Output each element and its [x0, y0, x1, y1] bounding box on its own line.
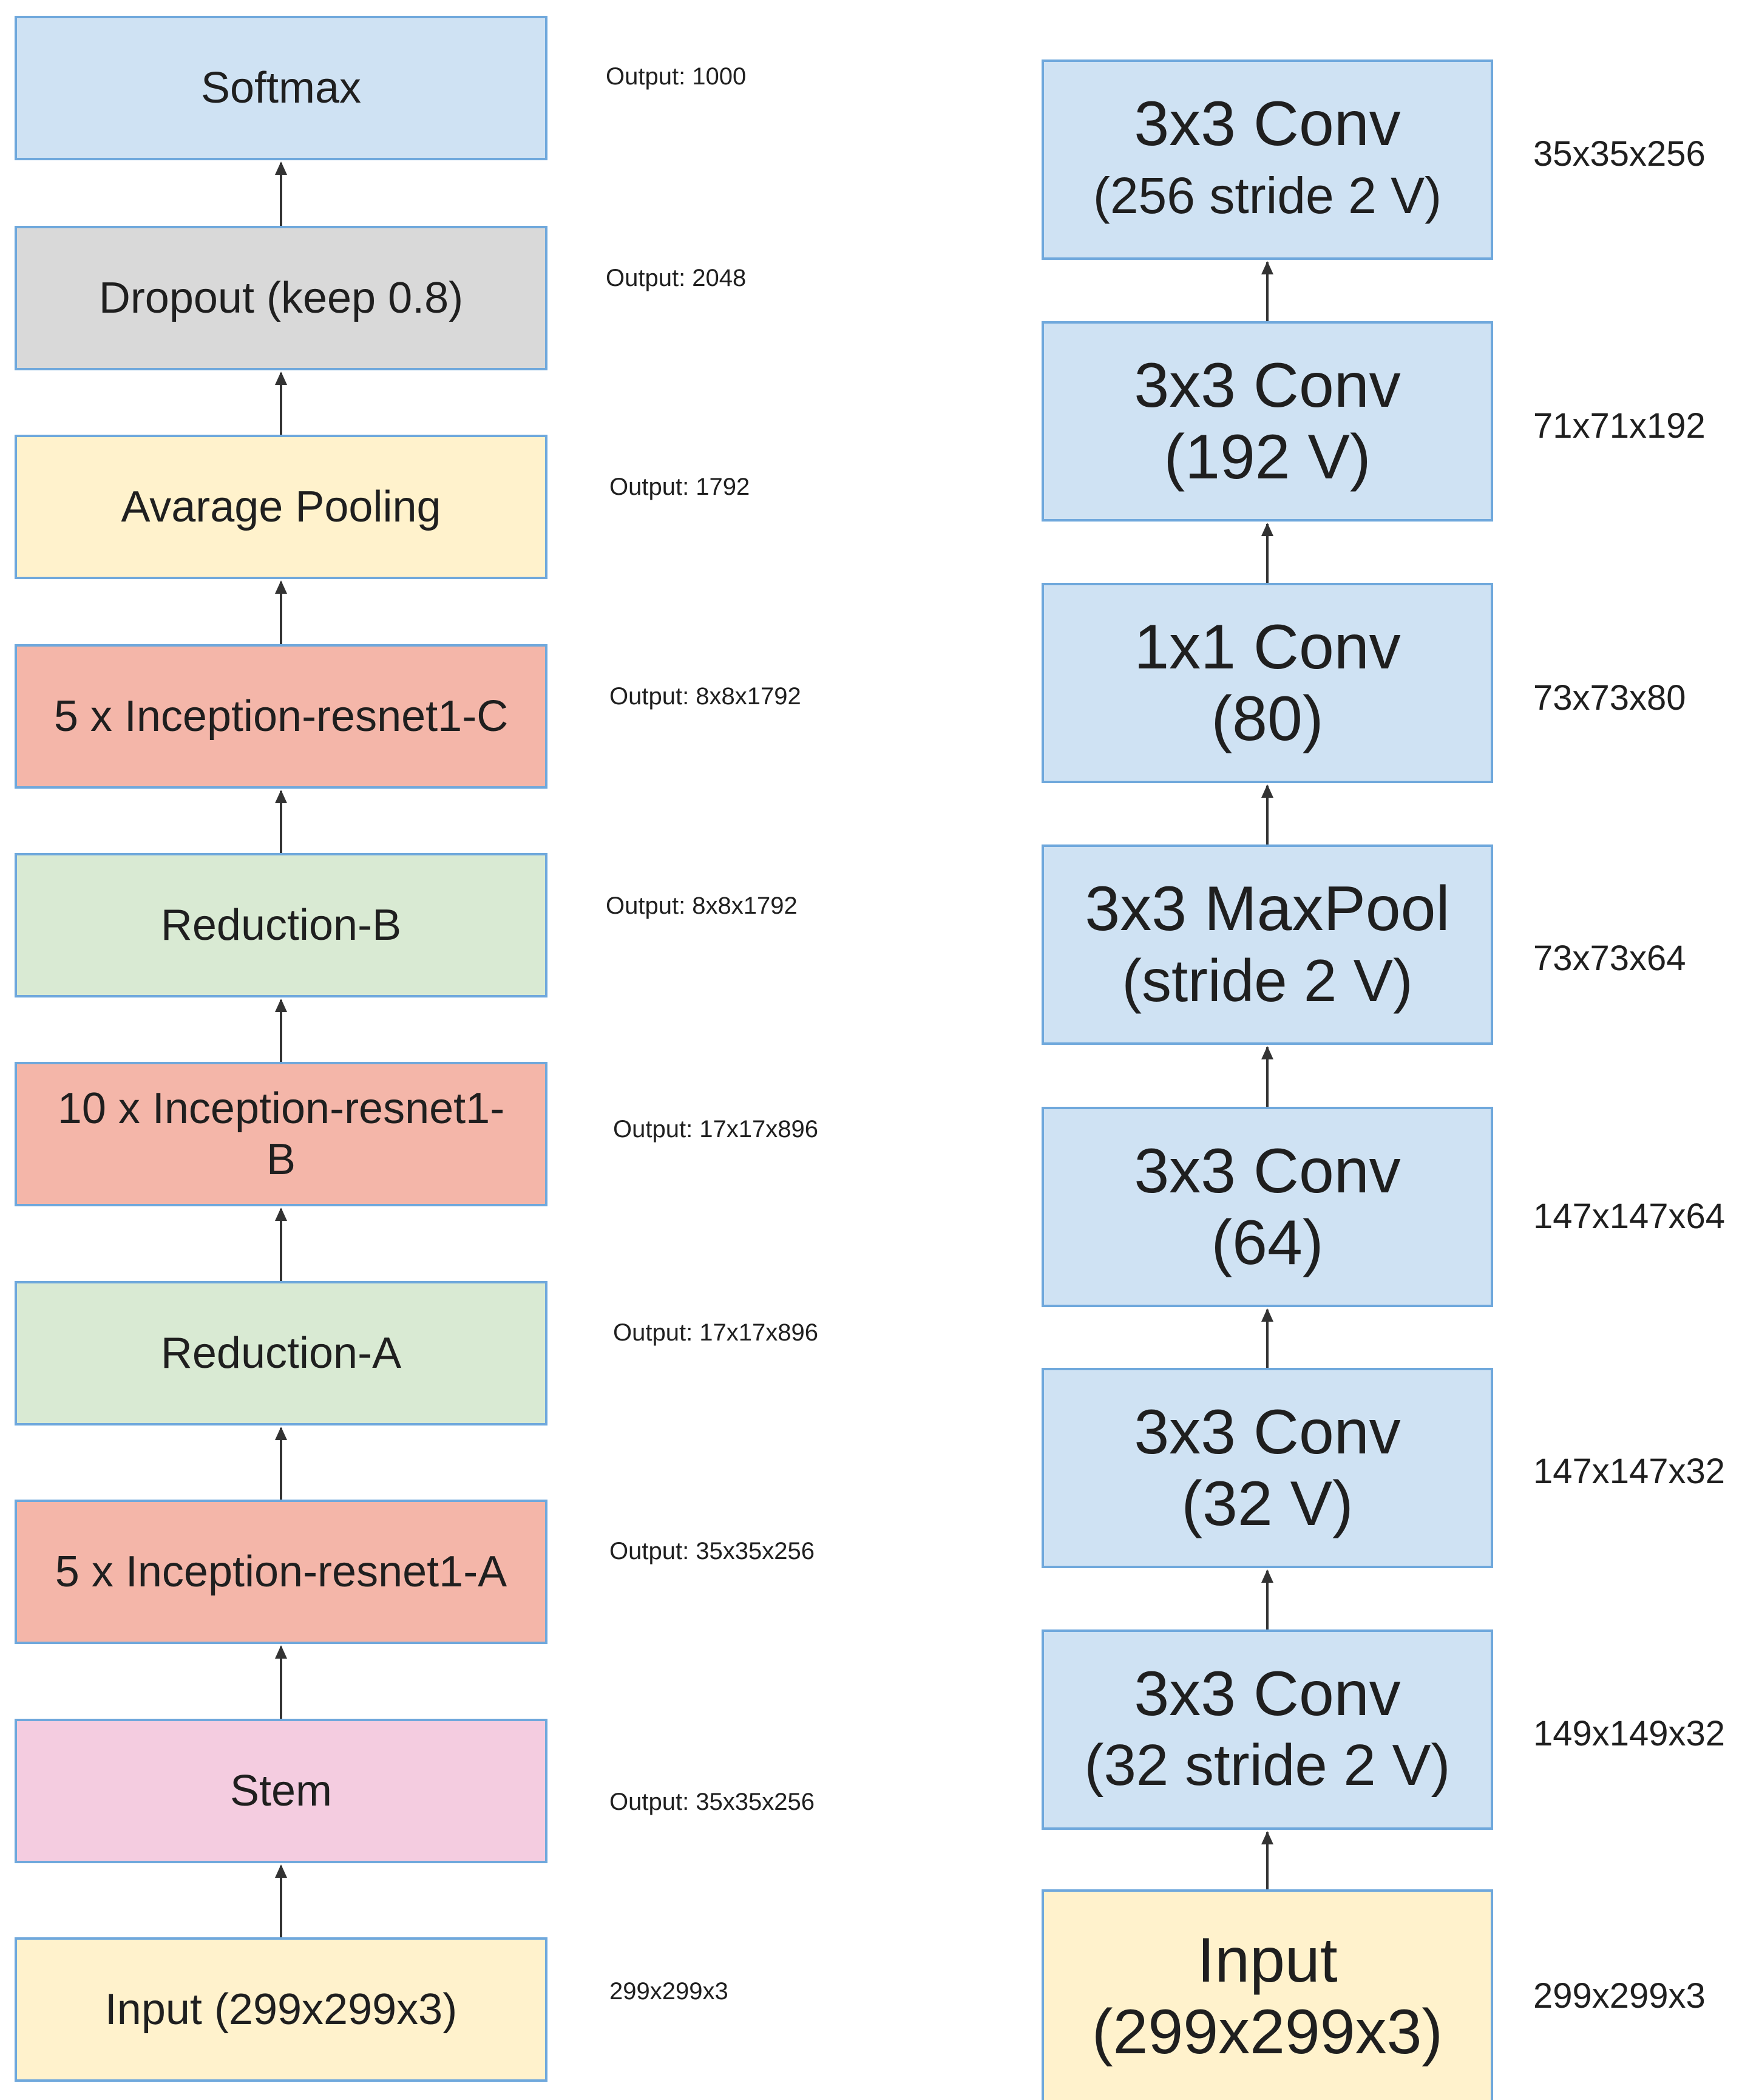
block-label: 5 x Inception-resnet1-C: [53, 692, 509, 741]
arrow-head: [275, 1427, 287, 1440]
conv-32-stride2-block: 3x3 Conv (32 stride 2 V): [1042, 1629, 1493, 1830]
output-label: Output: 17x17x896: [613, 1116, 819, 1143]
dims-label: 147x147x32: [1533, 1452, 1726, 1491]
maxpool-block: 3x3 MaxPool (stride 2 V): [1042, 844, 1493, 1045]
conv-1x1-80-block: 1x1 Conv (80): [1042, 583, 1493, 783]
reduction-b-block: Reduction-B: [15, 853, 547, 997]
output-label: Output: 2048: [606, 265, 747, 291]
block-label-continued: B: [266, 1135, 296, 1184]
block-sublabel: (32 stride 2 V): [1084, 1733, 1451, 1798]
block-label: Softmax: [200, 64, 362, 112]
arrow-head: [275, 790, 287, 803]
reduction-a-block: Reduction-A: [15, 1281, 547, 1425]
arrow-head: [275, 1645, 287, 1659]
block-label: 3x3 Conv: [1134, 1397, 1401, 1467]
arrow-head: [1261, 1046, 1273, 1059]
block-sublabel: (192 V): [1164, 422, 1371, 492]
output-label: Output: 8x8x1792: [606, 892, 798, 919]
output-label: Output: 8x8x1792: [609, 683, 801, 710]
block-sublabel: (stride 2 V): [1122, 947, 1413, 1014]
arrow-head: [275, 999, 287, 1012]
output-label: Output: 1792: [609, 474, 750, 500]
block-label: Reduction-B: [160, 901, 402, 950]
arrow-head: [275, 372, 287, 385]
block-label: Input: [1197, 1925, 1338, 1996]
block-sublabel: (256 stride 2 V): [1093, 167, 1442, 224]
conv-192-block: 3x3 Conv (192 V): [1042, 321, 1493, 522]
block-label: 3x3 Conv: [1134, 1659, 1401, 1729]
stem-block: Stem: [15, 1719, 547, 1863]
dims-label: 73x73x64: [1533, 939, 1686, 978]
dropout-block: Dropout (keep 0.8): [15, 226, 547, 370]
arrow-head: [275, 1208, 287, 1221]
output-label: Output: 1000: [606, 63, 747, 90]
block-label: 3x3 MaxPool: [1085, 874, 1450, 944]
block-sublabel: (32 V): [1181, 1469, 1354, 1539]
arrow-head: [1261, 261, 1273, 274]
block-label: Dropout (keep 0.8): [98, 274, 464, 322]
dims-label: 149x149x32: [1533, 1714, 1726, 1753]
dims-label: 147x147x64: [1533, 1197, 1726, 1236]
arrow-head: [1261, 523, 1273, 536]
arrow-head: [275, 161, 287, 175]
arrow-head: [1261, 1308, 1273, 1322]
block-sublabel: (80): [1211, 684, 1324, 754]
inception-resnet-b-block: 10 x Inception-resnet1- B: [15, 1062, 547, 1206]
block-label: 1x1 Conv: [1134, 612, 1401, 682]
arrow-head: [275, 1864, 287, 1878]
dims-label: 299x299x3: [1533, 1976, 1706, 2016]
block-label: 3x3 Conv: [1134, 89, 1401, 159]
conv-64-block: 3x3 Conv (64): [1042, 1107, 1493, 1307]
block-sublabel: (299x299x3): [1091, 1996, 1443, 2067]
conv-256-stride2-block: 3x3 Conv (256 stride 2 V): [1042, 59, 1493, 260]
average-pooling-block: Avarage Pooling: [15, 435, 547, 579]
arrow-head: [1261, 1831, 1273, 1844]
output-label: Output: 35x35x256: [609, 1789, 815, 1815]
dims-label: 71x71x192: [1533, 406, 1706, 446]
inception-resnet-c-block: 5 x Inception-resnet1-C: [15, 644, 547, 789]
output-label: Output: 17x17x896: [613, 1319, 819, 1346]
dims-label: 35x35x256: [1533, 134, 1706, 174]
block-label: Reduction-A: [160, 1329, 402, 1378]
input-block: Input (299x299x3): [15, 1937, 547, 2082]
softmax-block: Softmax: [15, 16, 547, 160]
arrow-head: [1261, 784, 1273, 798]
output-label: 299x299x3: [609, 1978, 728, 2005]
arrow-head: [1261, 1569, 1273, 1583]
dims-label: 73x73x80: [1533, 678, 1686, 718]
conv-32-v-block: 3x3 Conv (32 V): [1042, 1368, 1493, 1568]
block-sublabel: (64): [1211, 1208, 1324, 1278]
output-label: Output: 35x35x256: [609, 1538, 815, 1565]
inception-resnet-a-block: 5 x Inception-resnet1-A: [15, 1500, 547, 1644]
block-label: Stem: [229, 1767, 333, 1815]
block-label: 3x3 Conv: [1134, 1136, 1401, 1206]
input-block-detailed: Input (299x299x3): [1042, 1889, 1493, 2100]
block-label: 3x3 Conv: [1134, 350, 1401, 421]
block-label: 5 x Inception-resnet1-A: [55, 1548, 507, 1596]
block-label: Avarage Pooling: [121, 483, 441, 531]
arrow-head: [275, 580, 287, 594]
block-label: Input (299x299x3): [104, 1985, 458, 2034]
block-label: 10 x Inception-resnet1-: [57, 1084, 505, 1133]
